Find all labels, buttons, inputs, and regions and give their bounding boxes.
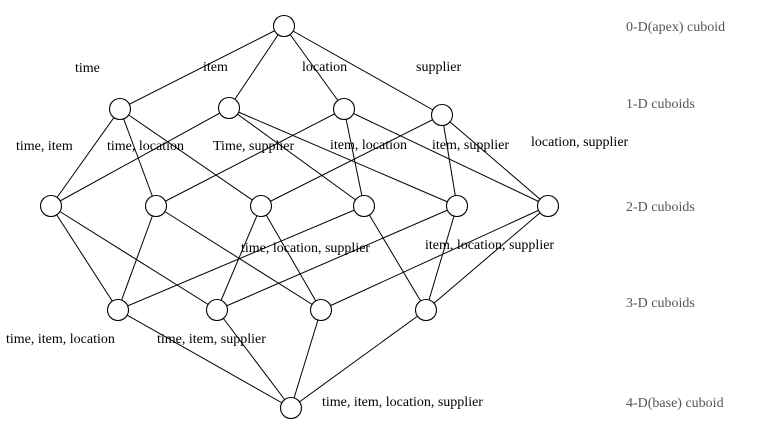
edge-time-location-to-time-item-location <box>117 205 157 311</box>
edge-item-location-supplier-to-base <box>290 309 427 409</box>
node-label-item: item <box>203 60 228 75</box>
level-label-4d: 4-D(base) cuboid <box>626 396 724 411</box>
node-location <box>332 97 356 121</box>
node-time-location <box>144 194 168 218</box>
node-time-item <box>39 194 63 218</box>
edge-time-supplier-to-time-item-supplier <box>216 205 262 311</box>
node-label-item-location: item, location <box>330 138 407 153</box>
edge-item-to-item-location <box>228 107 365 207</box>
edge-location-to-location-supplier <box>343 108 549 207</box>
edge-apex-to-time <box>119 25 285 110</box>
node-item-supplier <box>445 194 469 218</box>
node-apex <box>272 14 296 38</box>
node-label-time-item: time, item <box>16 139 73 154</box>
edge-item-supplier-to-item-location-supplier <box>425 205 458 311</box>
edge-time-item-supplier-to-base <box>216 309 292 409</box>
edge-item-to-time-item <box>50 107 230 207</box>
edge-item-location-to-time-item-location <box>117 205 365 311</box>
level-label-2d: 2-D cuboids <box>626 200 695 215</box>
node-location-supplier <box>536 194 560 218</box>
edge-time-location-supplier-to-base <box>290 309 322 409</box>
edge-location-to-time-location <box>155 108 345 207</box>
node-item <box>217 96 241 120</box>
edge-time-supplier-to-time-location-supplier <box>260 205 322 311</box>
level-label-1d: 1-D cuboids <box>626 97 695 112</box>
lattice-edges <box>50 25 549 409</box>
node-item-location <box>352 194 376 218</box>
node-time <box>108 97 132 121</box>
node-label-time-item-supplier: time, item, supplier <box>157 332 266 347</box>
node-time-item-supplier <box>205 298 229 322</box>
edge-time-item-to-time-item-location <box>50 205 119 311</box>
edge-time-to-time-location <box>119 108 157 207</box>
edge-apex-to-item <box>228 25 285 109</box>
node-item-location-supplier <box>414 298 438 322</box>
edge-supplier-to-time-supplier <box>260 114 443 207</box>
edge-apex-to-supplier <box>283 25 443 116</box>
edge-location-supplier-to-time-location-supplier <box>320 205 549 311</box>
node-base <box>279 396 303 420</box>
edge-item-to-item-supplier <box>228 107 458 207</box>
node-time-item-location <box>106 298 130 322</box>
edge-supplier-to-item-supplier <box>441 114 458 207</box>
node-label-time-location-supplier: time, location, supplier <box>241 241 370 256</box>
node-label-time-item-location: time, item, location <box>6 332 115 347</box>
node-label-location: location <box>302 60 347 75</box>
edge-supplier-to-location-supplier <box>441 114 549 207</box>
node-label-time-supplier: Time, supplier <box>213 139 294 154</box>
node-label-time-location: time, location <box>107 139 184 154</box>
level-label-0d: 0-D(apex) cuboid <box>626 20 725 35</box>
edge-time-item-to-time-item-supplier <box>50 205 218 311</box>
node-label-location-supplier: location, supplier <box>531 135 629 150</box>
edge-time-item-location-to-base <box>117 309 292 409</box>
edge-item-location-to-item-location-supplier <box>363 205 427 311</box>
edge-item-supplier-to-time-item-supplier <box>216 205 458 311</box>
level-label-3d: 3-D cuboids <box>626 296 695 311</box>
edge-time-to-time-item <box>50 108 121 207</box>
node-supplier <box>430 103 454 127</box>
lattice-node-labels: time item location supplier time, item time, … <box>6 60 629 410</box>
lattice-level-labels: 0-D(apex) cuboid 1-D cuboids 2-D cuboids 3-… <box>626 20 725 411</box>
edge-apex-to-location <box>283 25 345 110</box>
node-time-location-supplier <box>309 298 333 322</box>
node-label-base: time, item, location, supplier <box>322 395 483 410</box>
edge-time-to-time-supplier <box>119 108 262 207</box>
node-time-supplier <box>249 194 273 218</box>
edge-location-supplier-to-item-location-supplier <box>425 205 549 311</box>
node-label-item-supplier: item, supplier <box>432 138 509 153</box>
edge-location-to-item-location <box>343 108 365 207</box>
node-label-time: time <box>75 61 100 76</box>
node-label-item-location-supplier: item, location, supplier <box>425 238 554 253</box>
node-label-supplier: supplier <box>416 60 461 75</box>
lattice-nodes <box>39 14 560 420</box>
